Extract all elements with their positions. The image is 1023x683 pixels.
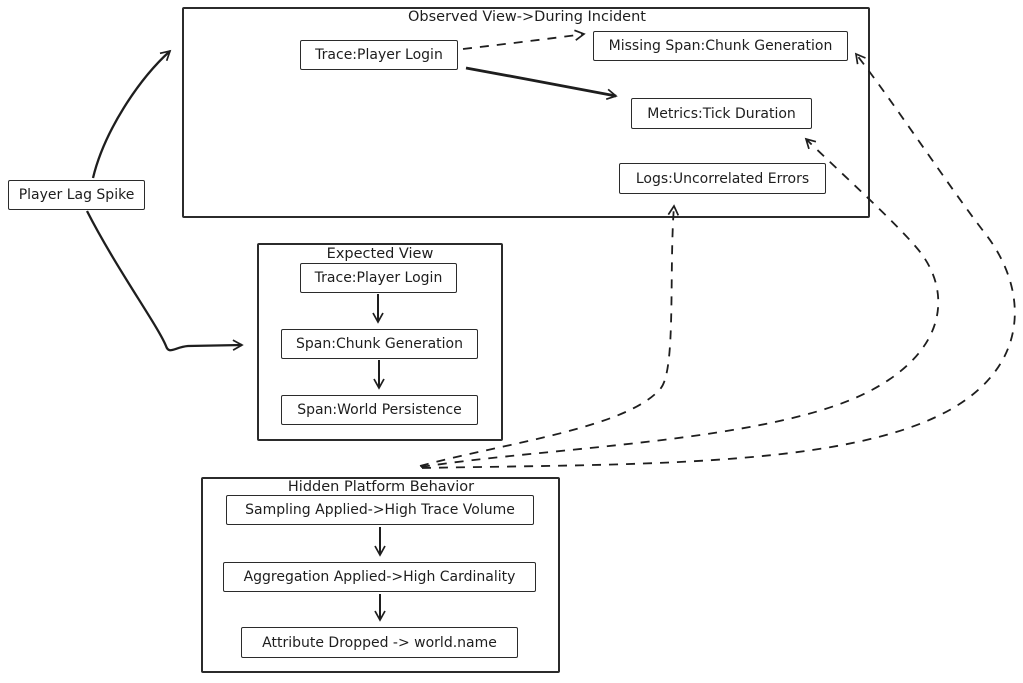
edge-player-lag-to-observed-view [91,49,172,179]
node-span-world-persistence: Span:World Persistence [281,395,478,425]
node-attribute-dropped: Attribute Dropped -> world.name [241,627,518,658]
node-span-chunk-generation: Span:Chunk Generation [281,329,478,359]
node-observed-trace-player-login: Trace:Player Login [300,40,458,70]
edge-player-lag-to-expected-view [85,210,244,352]
group-observed-view-title: Observed View->During Incident [408,9,646,25]
group-hidden-platform-behavior [201,477,560,673]
node-sampling-applied: Sampling Applied->High Trace Volume [226,495,534,525]
group-expected-view-title: Expected View [326,246,434,262]
node-metrics-tick-duration: Metrics:Tick Duration [631,98,812,129]
node-aggregation-applied: Aggregation Applied->High Cardinality [223,562,536,592]
node-missing-span-chunk-generation: Missing Span:Chunk Generation [593,31,848,61]
node-player-lag-spike: Player Lag Spike [8,180,145,210]
node-expected-trace-player-login: Trace:Player Login [300,263,457,293]
group-hidden-platform-behavior-title: Hidden Platform Behavior [287,479,475,495]
node-logs-uncorrelated-errors: Logs:Uncorrelated Errors [619,163,826,194]
